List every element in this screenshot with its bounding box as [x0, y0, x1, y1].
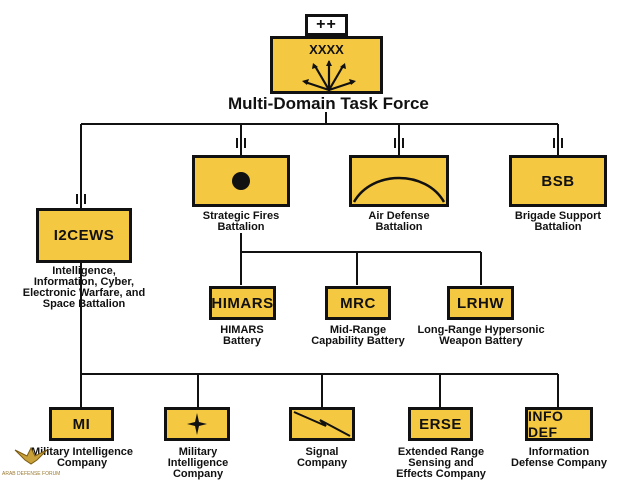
- erse-company-caption: Extended Range Sensing and Effects Compa…: [396, 446, 486, 480]
- air-defense-dome-icon: [352, 176, 446, 203]
- erse-company-symbol: ERSE: [408, 407, 473, 441]
- lrhw-symbol: LRHW: [447, 286, 514, 320]
- bsb-caption: Brigade Support Battalion: [514, 210, 602, 233]
- mrc-symbol: MRC: [325, 286, 391, 320]
- signal-company-caption: Signal Company: [296, 446, 348, 469]
- strategic-fires-caption: Strategic Fires Battalion: [202, 210, 280, 233]
- signal-company-symbol: [289, 407, 355, 441]
- info-def-company-caption: Information Defense Company: [511, 446, 607, 469]
- watermark-text: ARAB DEFENSE FORUM: [2, 471, 61, 477]
- page-title: Multi-Domain Task Force: [228, 94, 429, 113]
- himars-symbol: HIMARS: [209, 286, 276, 320]
- himars-caption: HIMARS Battery: [220, 324, 264, 347]
- watermark-logo: ARAB DEFENSE FORUM: [2, 444, 60, 477]
- hq-echelon: XXXX: [309, 42, 344, 57]
- lrhw-caption: Long-Range Hypersonic Weapon Battery: [417, 324, 545, 347]
- eagle-logo-icon: [14, 446, 48, 465]
- lightning-bolt-icon: [293, 411, 351, 437]
- filled-circle-icon: [232, 172, 250, 190]
- air-defense-caption: Air Defense Battalion: [368, 210, 430, 233]
- mrc-caption: Mid-Range Capability Battery: [311, 324, 405, 347]
- info-def-company-symbol: INFO DEF: [525, 407, 593, 441]
- mi-company-2-caption: Military Intelligence Company: [167, 446, 229, 480]
- i2cews-symbol: I2CEWS: [36, 208, 132, 263]
- air-defense-symbol: [349, 155, 449, 207]
- mi-company-2-symbol: [164, 407, 230, 441]
- i2cews-caption: Intelligence, Information, Cyber, Electr…: [22, 265, 146, 310]
- hq-designator: ++: [316, 16, 337, 33]
- mdtf-hq-symbol: XXXX: [270, 36, 383, 94]
- mi-company-symbol: MI: [49, 407, 114, 441]
- mi-company-caption: Military Intelligence Company: [30, 446, 134, 469]
- star-burst-icon: [187, 413, 207, 435]
- bsb-symbol: BSB: [509, 155, 607, 207]
- strategic-fires-symbol: [192, 155, 290, 207]
- hq-designator-box: ++: [305, 14, 348, 36]
- multi-domain-arrows-icon: [302, 60, 356, 92]
